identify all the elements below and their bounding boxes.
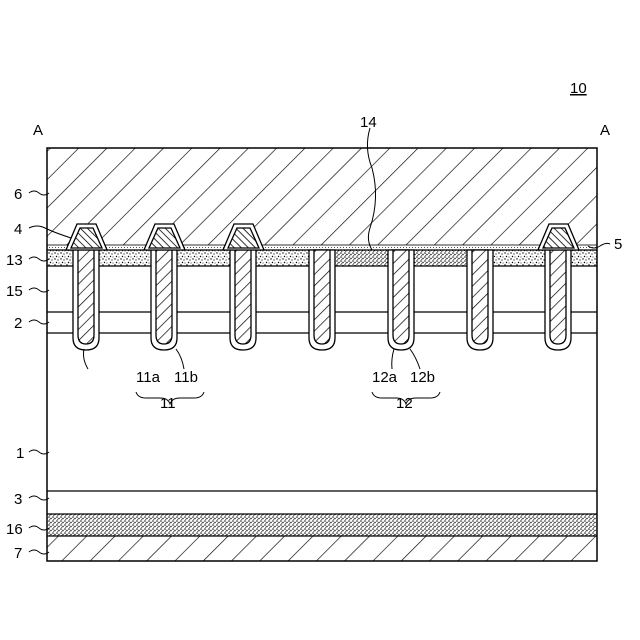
label-15: 15 xyxy=(6,283,23,300)
layer-6-electrode xyxy=(47,148,597,250)
trench-inner xyxy=(314,250,330,344)
trench-inner xyxy=(550,250,566,344)
label-6: 6 xyxy=(14,186,22,203)
layer-1 xyxy=(47,333,597,491)
label-4: 4 xyxy=(14,221,22,238)
label-11b: 11b xyxy=(174,369,198,386)
label-1: 1 xyxy=(16,445,24,462)
label-2: 2 xyxy=(14,315,22,332)
layer-5-barrier xyxy=(47,245,597,250)
trench-inner xyxy=(235,250,251,344)
label-5: 5 xyxy=(614,236,622,253)
trench-inner xyxy=(472,250,488,344)
section-label-right: A xyxy=(600,122,610,139)
figure-ref: 10 xyxy=(570,80,587,97)
layer-16 xyxy=(47,514,597,536)
layer-3 xyxy=(47,491,597,514)
label-11a: 11a xyxy=(136,369,161,386)
label-12a: 12a xyxy=(372,369,398,386)
label-3: 3 xyxy=(14,491,22,508)
trench-inner xyxy=(156,250,172,344)
label-12: 12 xyxy=(396,395,413,412)
label-16: 16 xyxy=(6,521,23,538)
label-13: 13 xyxy=(6,252,23,269)
label-11: 11 xyxy=(160,395,176,412)
trench-inner xyxy=(393,250,409,344)
section-label-left: A xyxy=(33,122,43,139)
label-12b: 12b xyxy=(410,369,435,386)
label-7: 7 xyxy=(14,545,22,562)
trench-inner xyxy=(78,250,94,344)
label-14: 14 xyxy=(360,114,377,131)
layer-7-electrode xyxy=(47,536,597,561)
